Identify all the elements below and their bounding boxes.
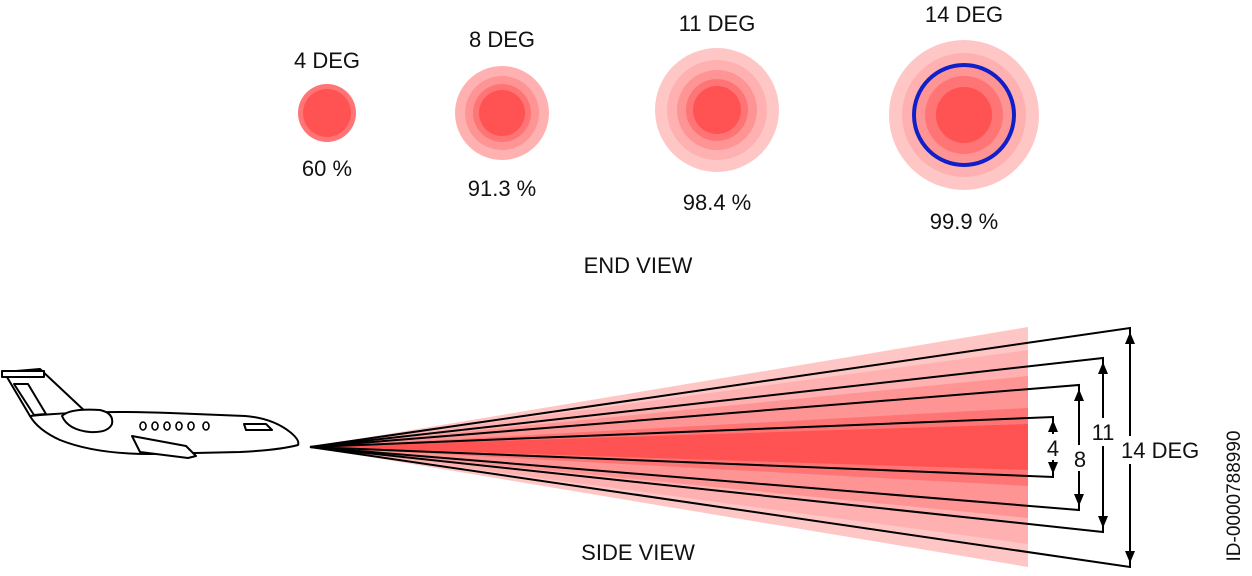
side-view-title: SIDE VIEW [581,540,695,565]
beam-4-deg-percent: 60 % [302,156,352,181]
dim-label-11: 11 [1092,420,1115,445]
arrow-4-bottom [1048,462,1058,474]
dim-4-bg [1044,434,1062,460]
beam-cone [310,327,1028,567]
beam-4-deg-label: 4 DEG [294,48,360,73]
arrow-11-top [1098,362,1108,374]
beam-14-deg-core [936,87,992,143]
jet-window-5 [187,421,195,431]
arrow-8-top [1074,389,1084,401]
beam-8-deg-core [479,90,525,136]
dim-14-bg [1118,436,1212,464]
dim-label-14: 14 DEG [1121,438,1199,463]
side-view: 4 8 11 14 DEG [1,326,1212,569]
business-jet-icon [1,368,300,459]
beam-11-deg: 11 DEG 98.4 % [655,11,779,215]
jet-window-6 [202,421,210,431]
jet-window-4 [175,421,183,431]
arrow-4-top [1048,420,1058,432]
beam-11-deg-percent: 98.4 % [683,190,752,215]
beam-11-deg-core [693,86,741,134]
beam-14-deg-percent: 99.9 % [930,209,999,234]
beam-14-deg-label: 14 DEG [925,2,1003,27]
jet-engine [61,408,114,434]
end-view: 4 DEG 60 % 8 DEG 91.3 % 11 DEG 98.4 % 1 [294,2,1039,278]
beam-14-deg: 14 DEG 99.9 % [889,2,1039,234]
dim-label-4: 4 [1047,436,1059,461]
beam-11-deg-label: 11 DEG [679,11,756,36]
jet-window-1 [139,421,147,431]
jet-windows [139,421,210,431]
figure-id: ID-0000788990 [1224,431,1245,562]
dim-label-8: 8 [1074,447,1086,472]
arrow-11-bottom [1098,516,1108,528]
arrow-8-bottom [1074,494,1084,506]
end-view-title: END VIEW [584,253,693,278]
beam-8-deg-percent: 91.3 % [468,176,537,201]
arrow-14-bottom [1125,551,1135,563]
beam-8-deg: 8 DEG 91.3 % [455,27,549,201]
jet-window-2 [151,421,159,431]
dim-11-bg [1090,418,1116,446]
beam-8-deg-label: 8 DEG [469,27,535,52]
jet-window-3 [163,421,171,431]
beam-14-deg-outline [912,63,1016,167]
jet-cockpit [243,423,273,431]
cone-layer-core [310,424,1028,470]
arrow-14-top [1125,332,1135,344]
beam-4-deg: 4 DEG 60 % [294,48,360,181]
dim-8-bg [1070,445,1088,471]
beam-4-deg-center [303,89,351,137]
jet-wing [131,435,197,459]
